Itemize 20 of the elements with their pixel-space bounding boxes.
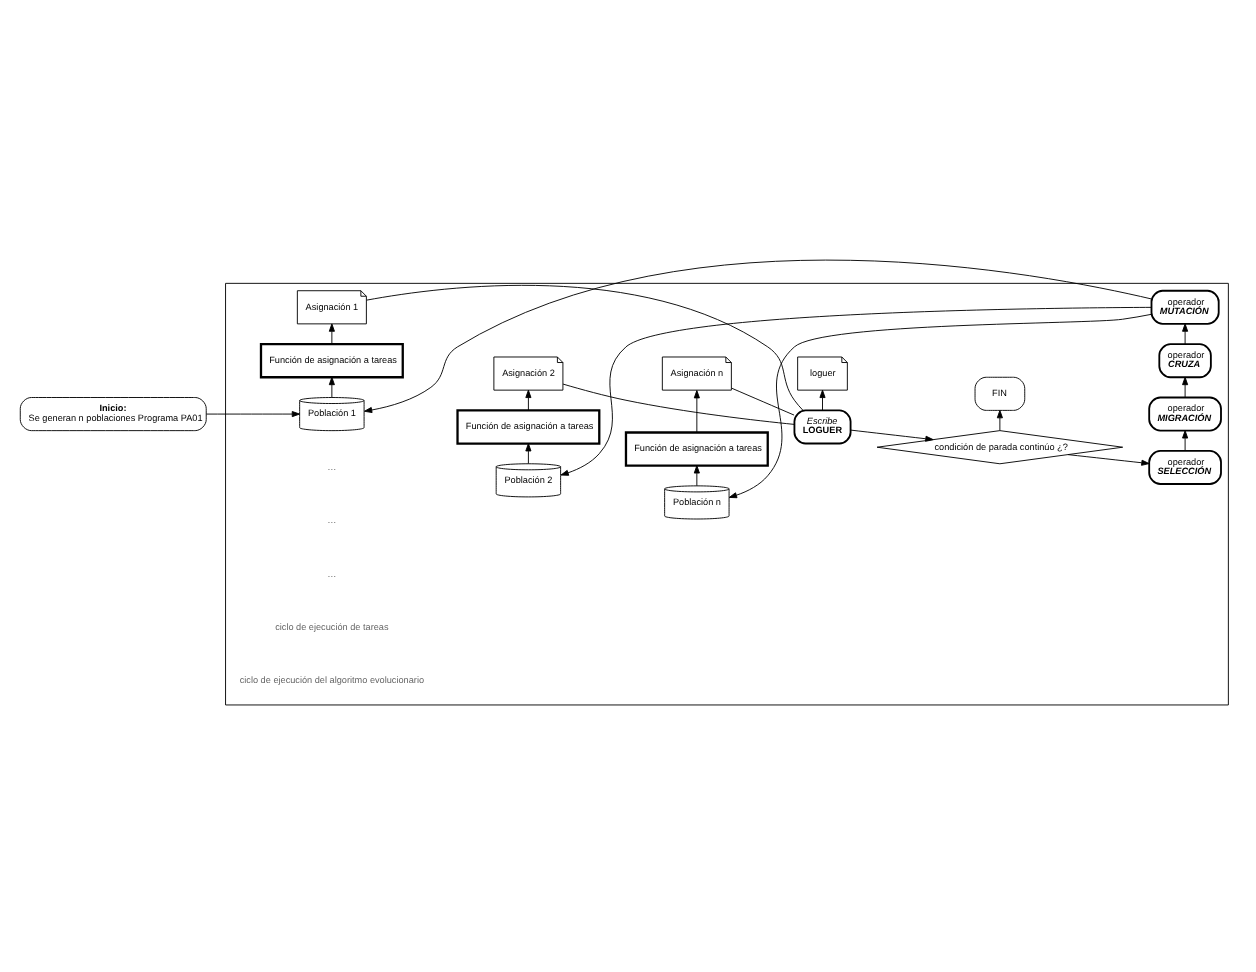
- arrow: [525, 443, 532, 465]
- arrow: [1067, 454, 1150, 466]
- arrow: [728, 313, 1152, 499]
- arrow: [1182, 376, 1189, 398]
- connector: [366, 284, 804, 411]
- arrow: [996, 410, 1003, 431]
- connector: [731, 387, 795, 416]
- arrow: [693, 465, 700, 487]
- arrow: [560, 306, 1152, 476]
- arrow: [693, 390, 700, 433]
- arrow: [1182, 430, 1189, 452]
- arrow: [819, 389, 826, 411]
- arrow: [328, 323, 335, 345]
- arrow: [850, 429, 934, 442]
- arrow: [525, 389, 532, 411]
- arrow: [205, 411, 301, 418]
- connector: [562, 383, 795, 425]
- arrow: [328, 376, 335, 398]
- arrow: [363, 259, 1152, 413]
- arrow: [1182, 323, 1189, 345]
